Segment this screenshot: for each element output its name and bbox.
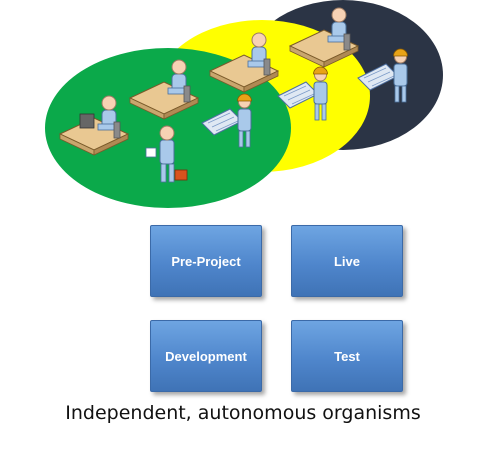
- caption: Independent, autonomous organisms: [65, 402, 421, 424]
- desk-worker-computer-icon: [59, 95, 129, 156]
- live-box: Live: [291, 225, 403, 297]
- live-label: Live: [333, 253, 360, 269]
- development-label: Development: [165, 348, 247, 364]
- pre-project-box: Pre-Project: [150, 225, 262, 297]
- test-box: Test: [291, 320, 403, 392]
- test-label: Test: [334, 348, 360, 364]
- development-box: Development: [150, 320, 262, 392]
- pre-project-label: Pre-Project: [171, 253, 241, 269]
